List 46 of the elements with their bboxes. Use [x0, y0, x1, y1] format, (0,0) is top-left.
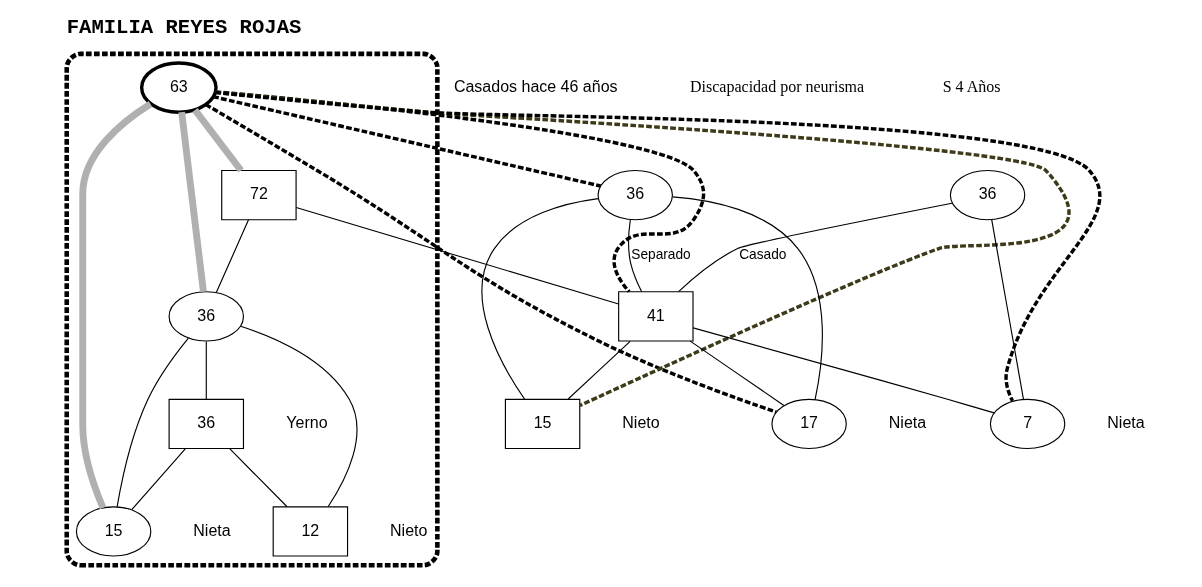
connector	[677, 202, 953, 293]
node-ellipse: 17	[770, 398, 847, 450]
connector	[116, 337, 189, 508]
cluster	[63, 51, 440, 568]
node-box: 36	[168, 398, 244, 450]
connector	[215, 219, 249, 294]
connector	[692, 327, 995, 414]
connector	[295, 206, 619, 305]
node-ellipse: 36	[597, 169, 673, 221]
node-ellipse: 63	[139, 61, 218, 114]
node-ellipse: 36	[949, 169, 1025, 221]
label: Discapacidad por neurisma	[689, 77, 864, 95]
node-label: Nieto	[389, 521, 427, 539]
node-box: 15	[504, 398, 580, 450]
connector	[689, 340, 784, 406]
node-label: Nieta	[1106, 414, 1145, 432]
edge-label: Casado	[738, 247, 786, 263]
connector	[627, 219, 642, 293]
node-label: Nieto	[621, 414, 660, 432]
node-box: 12	[272, 506, 348, 557]
node-label: Yerno	[285, 414, 328, 432]
connector	[204, 103, 777, 414]
connector	[567, 340, 631, 400]
node-label: Nieta	[888, 414, 926, 432]
label: Casados hace 46 años	[453, 77, 618, 95]
node-ellipse: 7	[989, 398, 1065, 450]
connector	[205, 340, 207, 400]
node-ellipse: 15	[75, 506, 151, 557]
connector	[78, 101, 152, 510]
connector	[177, 111, 207, 293]
connector	[239, 325, 357, 508]
label: S 4 Años	[942, 77, 1000, 95]
connector	[130, 448, 186, 511]
diagram-title: FAMILIA REYES ROJAS	[66, 15, 301, 39]
connector	[228, 448, 287, 508]
node-box: 41	[617, 291, 694, 342]
connector	[480, 198, 599, 400]
connector	[990, 219, 1024, 400]
connector	[215, 90, 705, 293]
node-box: 72	[220, 169, 297, 221]
connector	[191, 107, 244, 173]
node-ellipse: 36	[168, 291, 244, 342]
edge-label: Separado	[630, 247, 691, 263]
node-label: Nieta	[192, 521, 231, 539]
connector	[671, 196, 823, 401]
connector	[212, 95, 601, 188]
